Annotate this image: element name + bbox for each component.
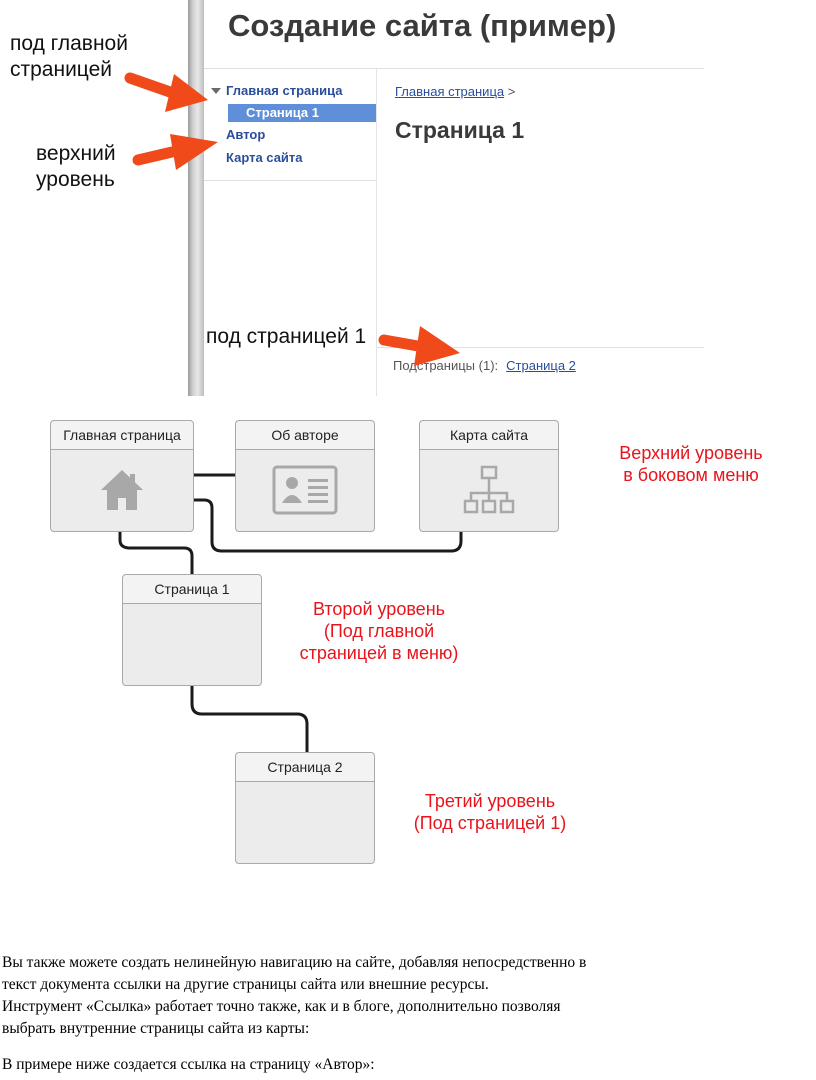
paragraph-line: текст документа ссылки на другие страниц… [2, 976, 489, 993]
divider [204, 180, 376, 181]
paragraph-line: выбрать внутренние страницы сайта из кар… [2, 1020, 310, 1037]
divider [204, 68, 704, 69]
paragraph-line: Инструмент «Ссылка» работает точно также… [2, 998, 561, 1015]
divider [377, 347, 704, 348]
breadcrumb: Главная страница > [395, 84, 515, 99]
diagram-box-page1: Страница 1 [122, 574, 262, 686]
breadcrumb-home-link[interactable]: Главная страница [395, 84, 505, 99]
annotation-text: верхний уровень [36, 142, 116, 191]
label-top-level: Верхний уровень в боковом меню [596, 442, 786, 486]
paragraph-line: В примере ниже создается ссылка на стран… [2, 1056, 375, 1073]
sitemap-icon [420, 449, 558, 531]
page-title: Страница 1 [395, 117, 525, 143]
box-title: Страница 2 [236, 753, 374, 782]
home-icon [51, 449, 193, 531]
box-title: Об авторе [236, 421, 374, 450]
arrow-icon [378, 326, 460, 366]
label-text: Верхний уровень в боковом меню [619, 443, 763, 485]
diagram-box-about: Об авторе [235, 420, 375, 532]
diagram-box-home: Главная страница [50, 420, 194, 532]
box-title: Карта сайта [420, 421, 558, 450]
breadcrumb-separator: > [507, 84, 516, 99]
contact-card-icon [236, 449, 374, 531]
sidebar-item-author[interactable]: Автор [226, 127, 266, 142]
label-text: Третий уровень (Под страницей 1) [413, 791, 567, 833]
sidebar-item-home[interactable]: Главная страница [211, 83, 342, 98]
subpage-link[interactable]: Страница 2 [506, 358, 576, 373]
divider [376, 69, 377, 396]
box-title: Страница 1 [123, 575, 261, 604]
triangle-down-icon[interactable] [211, 87, 221, 94]
arrow-icon [132, 134, 218, 170]
site-screenshot: Создание сайта (пример) Главная страница… [0, 0, 816, 396]
paragraph-line: Вы также можете создать нелинейную навиг… [2, 954, 587, 971]
sidebar-item-page1[interactable]: Страница 1 [228, 104, 376, 122]
diagram-connectors [118, 473, 463, 752]
diagram-box-sitemap: Карта сайта [419, 420, 559, 532]
arrow-icon [124, 72, 208, 112]
annotation-arrows [124, 72, 460, 366]
site-title: Создание сайта (пример) [228, 8, 617, 43]
label-text: Второй уровень (Под главной страницей в … [299, 599, 459, 663]
label-third-level: Третий уровень (Под страницей 1) [392, 790, 588, 834]
box-title: Главная страница [51, 421, 193, 450]
sidebar-item-sitemap[interactable]: Карта сайта [226, 150, 303, 165]
diagram-box-page2: Страница 2 [235, 752, 375, 864]
annotation-under-page1: под страницей 1 [206, 325, 367, 348]
label-second-level: Второй уровень (Под главной страницей в … [282, 598, 476, 664]
annotation-text: под главной страницей [10, 32, 128, 81]
annotation-under-home: под главной страницей [10, 31, 128, 83]
annotation-top-level: верхний уровень [36, 141, 116, 193]
